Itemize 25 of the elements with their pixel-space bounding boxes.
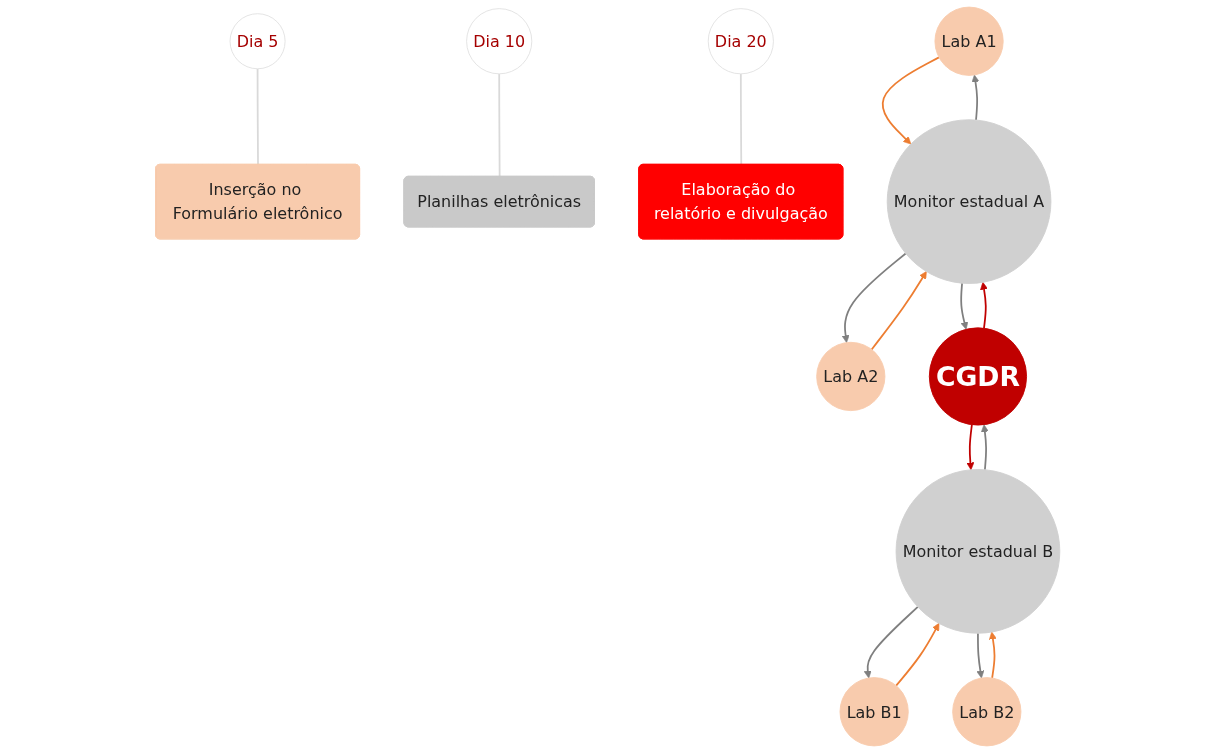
node-circle: Monitor estadual B — [895, 469, 1061, 634]
arrow — [976, 632, 985, 679]
node-circle: Dia 20 — [707, 8, 774, 75]
arrow — [960, 282, 968, 330]
connector — [498, 72, 501, 178]
node-circle: Lab B2 — [952, 677, 1022, 747]
node-circle: Lab A1 — [934, 6, 1004, 76]
arrow — [966, 423, 975, 471]
connector — [256, 67, 259, 166]
node-circle: Dia 5 — [229, 13, 286, 70]
arrow — [881, 56, 940, 145]
node-circle: Monitor estadual A — [886, 119, 1052, 284]
arrow — [971, 74, 980, 121]
node-circle: Lab A2 — [816, 341, 886, 412]
arrow — [895, 623, 940, 687]
arrow — [870, 271, 927, 351]
arrow — [988, 631, 997, 679]
arrow — [841, 252, 907, 343]
node-circle: CGDR — [928, 327, 1027, 426]
node-circle: Lab B1 — [839, 677, 909, 747]
connector — [739, 72, 742, 166]
arrow — [863, 606, 919, 679]
arrow — [980, 424, 989, 471]
arrow — [979, 281, 988, 330]
node-circle: Dia 10 — [465, 8, 533, 75]
